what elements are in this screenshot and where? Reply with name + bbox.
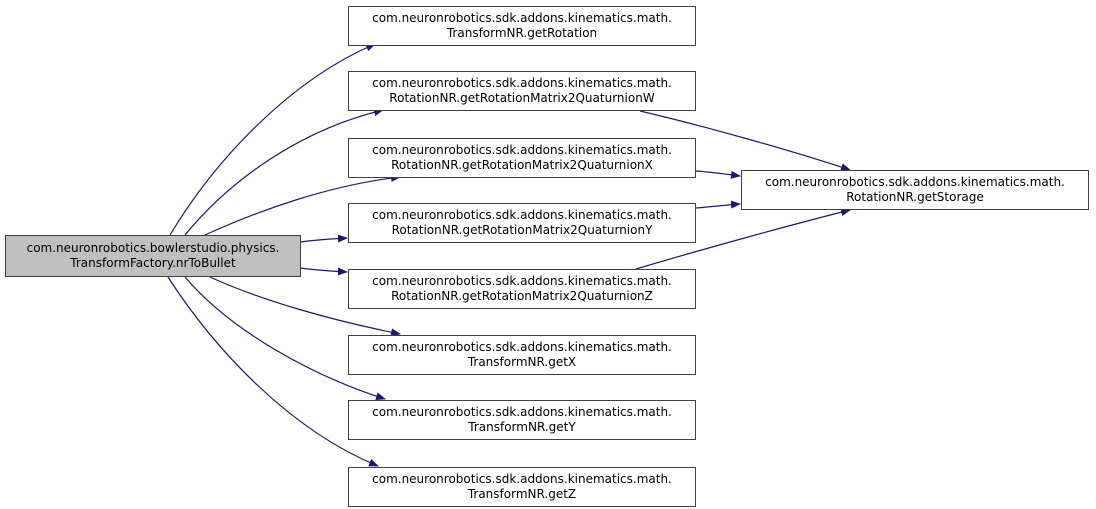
edge-root-to-getX	[209, 276, 401, 337]
node-label-line2: RotationNR.getStorage	[846, 190, 984, 204]
node-label-line2: RotationNR.getRotationMatrix2QuaturnionZ	[391, 289, 653, 303]
node-label-line1: com.neuronrobotics.sdk.addons.kinematics…	[372, 143, 672, 157]
node-label-line2: TransformFactory.nrToBullet	[70, 256, 236, 270]
node-quaturnion-z[interactable]: com.neuronrobotics.sdk.addons.kinematics…	[348, 269, 696, 309]
node-label-line2: RotationNR.getRotationMatrix2QuaturnionY	[391, 223, 653, 237]
node-label-line2: TransformNR.getZ	[467, 487, 577, 501]
node-quaturnion-x[interactable]: com.neuronrobotics.sdk.addons.kinematics…	[348, 138, 696, 178]
node-getZ[interactable]: com.neuronrobotics.sdk.addons.kinematics…	[348, 467, 696, 507]
edge-quatY-to-getStorage	[695, 200, 741, 209]
edge-root-to-getZ	[167, 276, 379, 467]
node-label-line1: com.neuronrobotics.sdk.addons.kinematics…	[372, 11, 672, 25]
node-label-line1: com.neuronrobotics.sdk.addons.kinematics…	[372, 405, 672, 419]
node-label-line2: RotationNR.getRotationMatrix2QuaturnionW	[389, 91, 655, 105]
node-label-line2: RotationNR.getRotationMatrix2QuaturnionX	[391, 158, 653, 172]
node-root-nrToBullet: com.neuronrobotics.bowlerstudio.physics.…	[5, 235, 301, 277]
node-label-line2: TransformNR.getX	[467, 355, 577, 369]
edge-root-to-quatX	[204, 174, 401, 236]
node-label-line1: com.neuronrobotics.sdk.addons.kinematics…	[372, 76, 672, 90]
node-label-line1: com.neuronrobotics.sdk.addons.kinematics…	[372, 274, 672, 288]
edge-quatZ-to-getStorage	[635, 208, 851, 270]
node-label-line1: com.neuronrobotics.bowlerstudio.physics.	[26, 241, 280, 255]
node-quaturnion-y[interactable]: com.neuronrobotics.sdk.addons.kinematics…	[348, 203, 696, 243]
edge-quatX-to-getStorage	[695, 170, 741, 179]
node-quaturnion-w[interactable]: com.neuronrobotics.sdk.addons.kinematics…	[348, 71, 696, 111]
edge-root-to-quatZ	[299, 267, 348, 276]
node-label-line1: com.neuronrobotics.sdk.addons.kinematics…	[372, 340, 672, 354]
node-label-line2: TransformNR.getY	[468, 420, 576, 434]
edge-root-to-getY	[184, 276, 386, 401]
edge-root-to-quatW	[184, 108, 384, 236]
node-getX[interactable]: com.neuronrobotics.sdk.addons.kinematics…	[348, 335, 696, 375]
edge-quatW-to-getStorage	[639, 110, 851, 171]
node-getRotation[interactable]: com.neuronrobotics.sdk.addons.kinematics…	[348, 6, 696, 46]
node-getY[interactable]: com.neuronrobotics.sdk.addons.kinematics…	[348, 400, 696, 440]
edge-root-to-quatY	[299, 234, 348, 243]
node-label-line1: com.neuronrobotics.sdk.addons.kinematics…	[372, 208, 672, 222]
node-label-line1: com.neuronrobotics.sdk.addons.kinematics…	[765, 175, 1065, 189]
node-label-line1: com.neuronrobotics.sdk.addons.kinematics…	[372, 472, 672, 486]
node-label-line2: TransformNR.getRotation	[446, 26, 598, 40]
edge-root-to-getRotation	[169, 43, 376, 236]
node-getStorage[interactable]: com.neuronrobotics.sdk.addons.kinematics…	[741, 170, 1089, 210]
